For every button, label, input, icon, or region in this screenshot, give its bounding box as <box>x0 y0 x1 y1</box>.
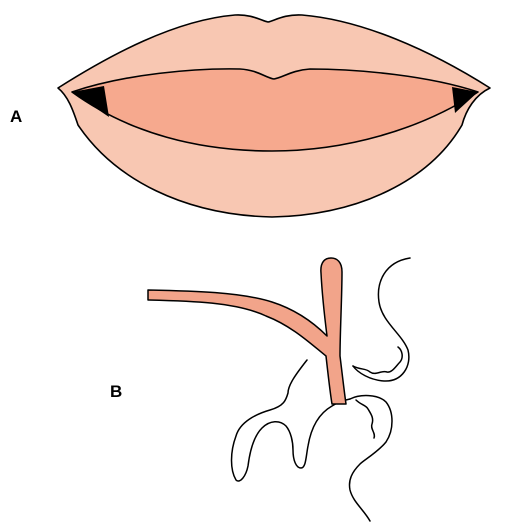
upper-right-wavy-edge <box>353 347 402 373</box>
lower-right-wavy-edge <box>356 400 374 438</box>
panel-a: A <box>10 15 490 217</box>
panel-b: B <box>110 258 410 521</box>
upper-right-outline <box>353 258 410 381</box>
vessel <box>148 258 346 404</box>
panel-b-label: B <box>110 382 122 401</box>
panel-a-label: A <box>10 107 22 126</box>
